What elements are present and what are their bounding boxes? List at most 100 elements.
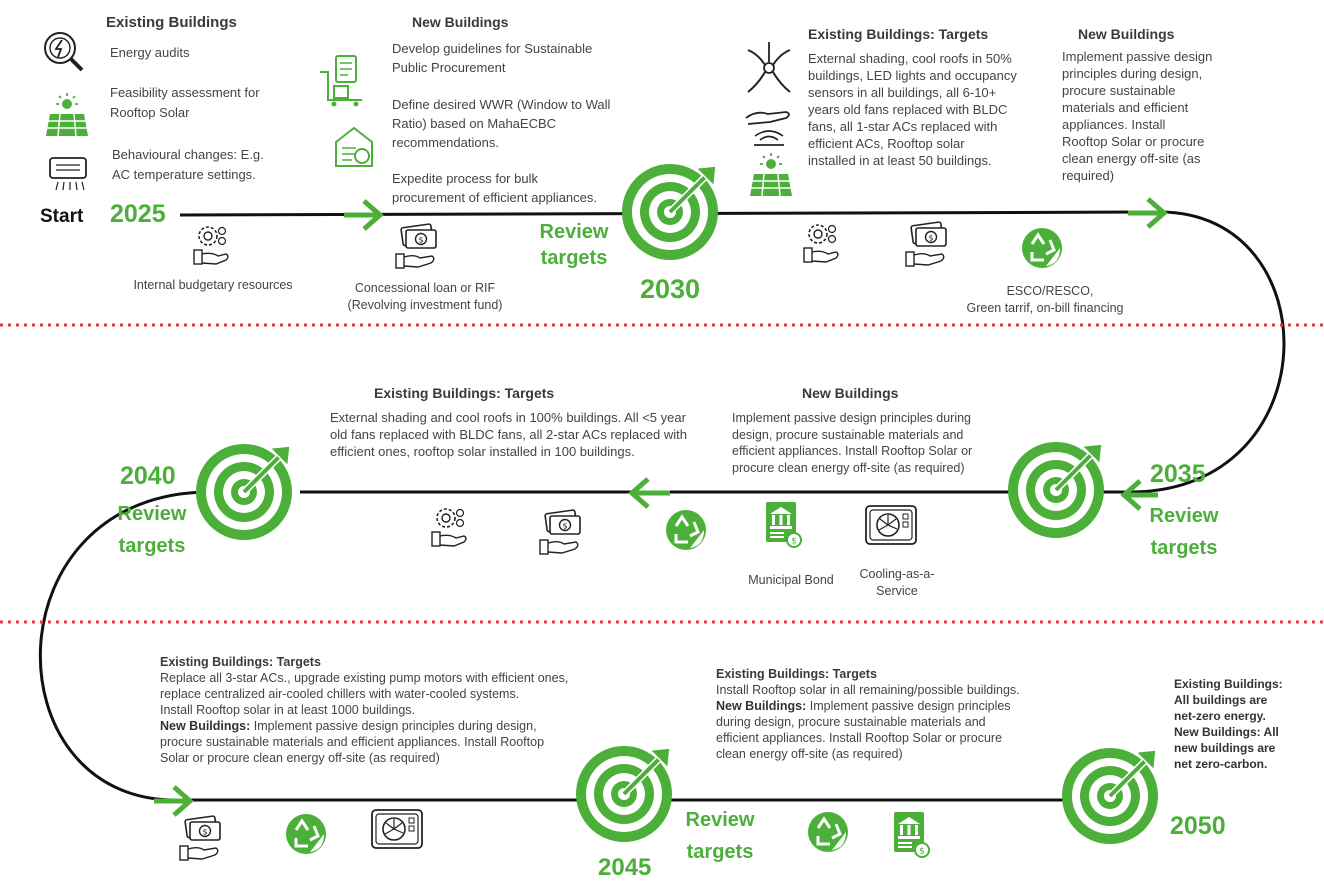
targets-2050-line1: Install Rooftop solar in all remaining/p… (716, 683, 1020, 697)
new-buildings-label: New Buildings: (160, 719, 251, 733)
recycle-leaf-icon (1020, 226, 1064, 270)
target-line: efficient appliances. Install Rooftop So… (732, 444, 973, 458)
new-buildings-2050-lines: during design, procure sustainable mater… (716, 714, 1020, 762)
target-line: Replace all 3-star ACs., upgrade existin… (160, 671, 569, 685)
new-item2-c: recommendations. (392, 135, 499, 150)
year-2045: 2045 (598, 854, 652, 881)
building-code-icon (335, 126, 373, 167)
review-label-2035: Review (1149, 505, 1219, 527)
feasibility-text-2: Rooftop Solar (110, 105, 190, 120)
municipal-bond-icon (893, 811, 930, 858)
target-line: efficient appliances. Install Rooftop So… (716, 731, 1003, 745)
money-hand-icon (905, 221, 947, 267)
existing-targets-2040-text: External shading and cool roofs in 100% … (330, 409, 687, 460)
new-item2-a: Define desired WWR (Window to Wall (392, 97, 611, 112)
new-item1-a: Develop guidelines for Sustainable (392, 41, 593, 56)
target-line: sensors in all buildings, all 6-10+ (808, 85, 997, 100)
review-label-2045: Review (685, 809, 755, 831)
target-line: Implement passive design principles duri… (732, 411, 972, 425)
target-line: net-zero energy. (1174, 709, 1266, 723)
new-targets-2030-title: New Buildings (1078, 26, 1175, 42)
target-line: External shading, cool roofs in 50% (808, 51, 1012, 66)
arrow-right-icon (154, 785, 194, 817)
new-buildings-2035-title: New Buildings (802, 385, 899, 401)
cooling-service-icon (865, 505, 917, 545)
new-item3-a: Expedite process for bulk (392, 171, 538, 186)
arrow-right-icon (344, 199, 384, 231)
esco-caption: ESCO/RESCO, (1006, 284, 1094, 298)
hand-icon (745, 111, 790, 125)
targets-2050-new-line: New Buildings: Implement passive design … (716, 698, 1020, 714)
recycle-leaf-icon (284, 812, 328, 856)
target-line: clean energy off-site (as required) (716, 747, 903, 761)
targets-label-2045: targets (686, 841, 754, 863)
behavioural-text-1: Behavioural changes: E.g. (112, 147, 264, 162)
targets-label-2040: targets (118, 535, 186, 557)
new-item1-b: Public Procurement (392, 60, 506, 75)
ac-icon (49, 157, 87, 191)
arrow-right-icon (1128, 197, 1168, 229)
target-icon (670, 212, 671, 213)
target-icon (244, 492, 245, 493)
targets-2050-block: Existing Buildings: Targets Install Roof… (716, 666, 1020, 762)
target-line: efficient ones, rooftop solar installed … (330, 444, 635, 459)
target-line: efficient ACs, Rooftop solar (808, 136, 965, 151)
review-label-2040: Review (117, 503, 187, 525)
energy-audits-text: Energy audits (110, 45, 190, 60)
recycle-leaf-icon (664, 508, 708, 552)
target-line: procure sustainable materials and effici… (160, 735, 545, 749)
internal-budget-icon (431, 508, 467, 547)
new-buildings-2045-lines: procure sustainable materials and effici… (160, 734, 568, 766)
municipal-bond-icon (765, 501, 802, 548)
arrow-left-icon (628, 477, 670, 509)
target-line: clean energy off-site (as (1062, 151, 1201, 166)
year-2030: 2030 (640, 274, 701, 304)
year-2050: 2050 (1170, 812, 1226, 840)
green-tariff-caption: Green tarrif, on-bill financing (966, 301, 1124, 315)
target-line: new buildings are (1174, 741, 1276, 755)
target-line: required) (1062, 168, 1115, 183)
cooling-service-caption-1: Cooling-as-a- (859, 567, 935, 581)
new-buildings-2050-line1: Implement passive design principles (806, 699, 1011, 713)
target-line: buildings, LED lights and occupancy (808, 68, 1017, 83)
new-buildings-label: New Buildings: (716, 699, 807, 713)
new-item2-b: Ratio) based on MahaECBC (392, 116, 557, 131)
target-line: Solar or procure clean energy off-site (… (160, 751, 440, 765)
new-buildings-2045-line1: Implement passive design principles duri… (250, 719, 537, 733)
arrow-left-icon (1120, 479, 1158, 511)
target-icon (624, 794, 625, 795)
municipal-bond-caption: Municipal Bond (748, 573, 834, 587)
targets-2045-lines: Replace all 3-star ACs., upgrade existin… (160, 670, 568, 718)
solar-panel-icon (45, 92, 89, 137)
start-label: Start (40, 206, 84, 227)
behavioural-text-2: AC temperature settings. (112, 167, 256, 182)
money-hand-icon (179, 815, 221, 861)
target-line: Implement passive design (1062, 49, 1213, 64)
target-line: installed in at least 50 buildings. (808, 153, 992, 168)
target-line: principles during design, (1062, 66, 1203, 81)
targets-label-2030: targets (540, 247, 608, 269)
target-line: old fans replaced with BLDC fans, all 2-… (330, 427, 687, 442)
target-line: net zero-carbon. (1174, 757, 1268, 771)
target-line: Rooftop Solar or procure (1062, 134, 1205, 149)
target-line: design, procure sustainable materials an… (732, 427, 964, 442)
existing-targets-2030-text: External shading, cool roofs in 50% build… (808, 50, 1017, 169)
new-buildings-2035-text: Implement passive design principles duri… (732, 410, 972, 476)
existing-targets-2040-title: Existing Buildings: Targets (374, 385, 555, 401)
money-hand-icon (539, 509, 581, 555)
target-line: procure sustainable (1062, 83, 1176, 98)
target-line: during design, procure sustainable mater… (716, 715, 986, 729)
year-2035: 2035 (1150, 460, 1206, 488)
money-hand-icon (395, 223, 437, 269)
review-label-2030: Review (539, 221, 609, 243)
target-line: procure clean energy off-site (as requir… (732, 460, 965, 475)
target-icon (1056, 490, 1057, 491)
new-buildings-title: New Buildings (412, 14, 509, 30)
target-line: External shading and cool roofs in 100% … (330, 410, 686, 425)
target-line: replace centralized air-cooled chillers … (160, 687, 520, 701)
targets-label-2035: targets (1150, 537, 1218, 559)
target-line: appliances. Install (1062, 117, 1166, 132)
target-icon (1110, 796, 1111, 797)
new-targets-2030-text: Implement passive design principles durin… (1062, 48, 1212, 184)
targets-2045-title: Existing Buildings: Targets (160, 655, 321, 669)
